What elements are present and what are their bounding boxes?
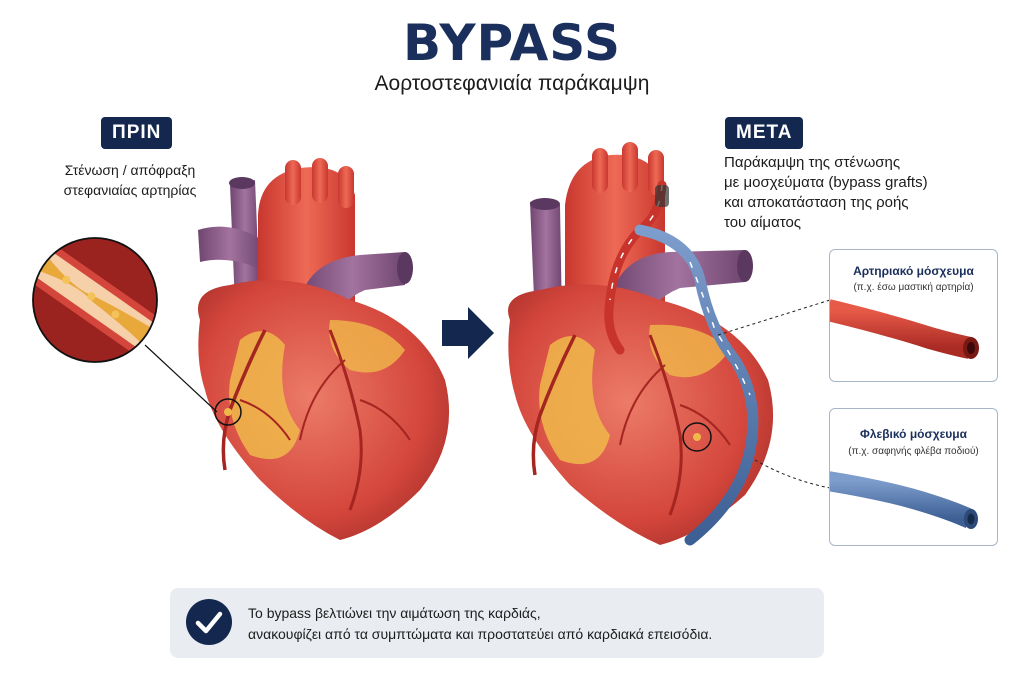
venous-graft-subtitle: (π.χ. σαφηνής φλέβα ποδιού) bbox=[848, 446, 979, 457]
fat-deposit bbox=[539, 336, 610, 465]
after-desc-line: Παράκαμψη της στένωσης bbox=[724, 154, 901, 171]
pulmonary-vein-left bbox=[198, 226, 262, 270]
arterial-graft bbox=[604, 180, 667, 355]
tag-after: ΜΕΤΑ bbox=[725, 117, 804, 149]
tag-before: ΠΡΙΝ bbox=[101, 117, 173, 149]
page-title: BYPASS bbox=[402, 14, 622, 72]
venous-graft bbox=[634, 224, 759, 546]
fat-deposit bbox=[649, 324, 730, 378]
after-desc-line: με μοσχεύματα (bypass grafts) bbox=[724, 174, 928, 191]
venous-graft-title: Φλεβικό μόσχευμα bbox=[859, 427, 968, 441]
fat-deposit bbox=[229, 331, 300, 460]
summary-text: Το bypass βελτιώνει την αιμάτωση της καρ… bbox=[248, 603, 712, 645]
callout-arterial bbox=[717, 299, 831, 336]
stenosis-zoom bbox=[32, 237, 158, 363]
before-desc-line: Στένωση / απόφραξη bbox=[64, 162, 196, 178]
fat-deposit bbox=[329, 320, 405, 373]
arterial-graft-box: Αρτηριακό μόσχευμα (π.χ. έσω μαστική αρτ… bbox=[829, 249, 998, 382]
after-desc-line: και αποκατάσταση της ροής bbox=[724, 194, 909, 211]
before-desc-line: στεφανιαίας αρτηρίας bbox=[63, 182, 197, 198]
summary-line: ανακουφίζει από τα συμπτώματα και προστα… bbox=[248, 626, 713, 642]
before-description: Στένωση / απόφραξη στεφανιαίας αρτηρίας bbox=[40, 160, 220, 200]
arterial-tube-illustration bbox=[830, 299, 979, 359]
summary-box: Το bypass βελτιώνει την αιμάτωση της καρ… bbox=[170, 588, 824, 658]
checkmark-icon bbox=[186, 599, 232, 645]
heart-after bbox=[508, 142, 774, 546]
heart-before bbox=[198, 158, 450, 540]
venous-tube-illustration bbox=[830, 471, 978, 529]
bypass-site-marker bbox=[682, 422, 712, 452]
summary-line: Το bypass βελτιώνει την αιμάτωση της καρ… bbox=[248, 605, 541, 621]
after-desc-line: του αίματος bbox=[724, 214, 802, 231]
arterial-graft-subtitle: (π.χ. έσω μαστική αρτηρία) bbox=[853, 282, 974, 293]
callout-venous bbox=[754, 459, 831, 489]
after-description: Παράκαμψη της στένωσης με μοσχεύματα (by… bbox=[724, 153, 964, 233]
arrow-right-icon bbox=[442, 307, 494, 359]
venous-graft-box: Φλεβικό μόσχευμα (π.χ. σαφηνής φλέβα ποδ… bbox=[829, 408, 998, 546]
stenosis-marker bbox=[214, 398, 242, 426]
arterial-graft-title: Αρτηριακό μόσχευμα bbox=[853, 264, 974, 278]
page-subtitle: Αορτοστεφανιαία παράκαμψη bbox=[374, 72, 650, 95]
callout-line bbox=[144, 344, 218, 413]
